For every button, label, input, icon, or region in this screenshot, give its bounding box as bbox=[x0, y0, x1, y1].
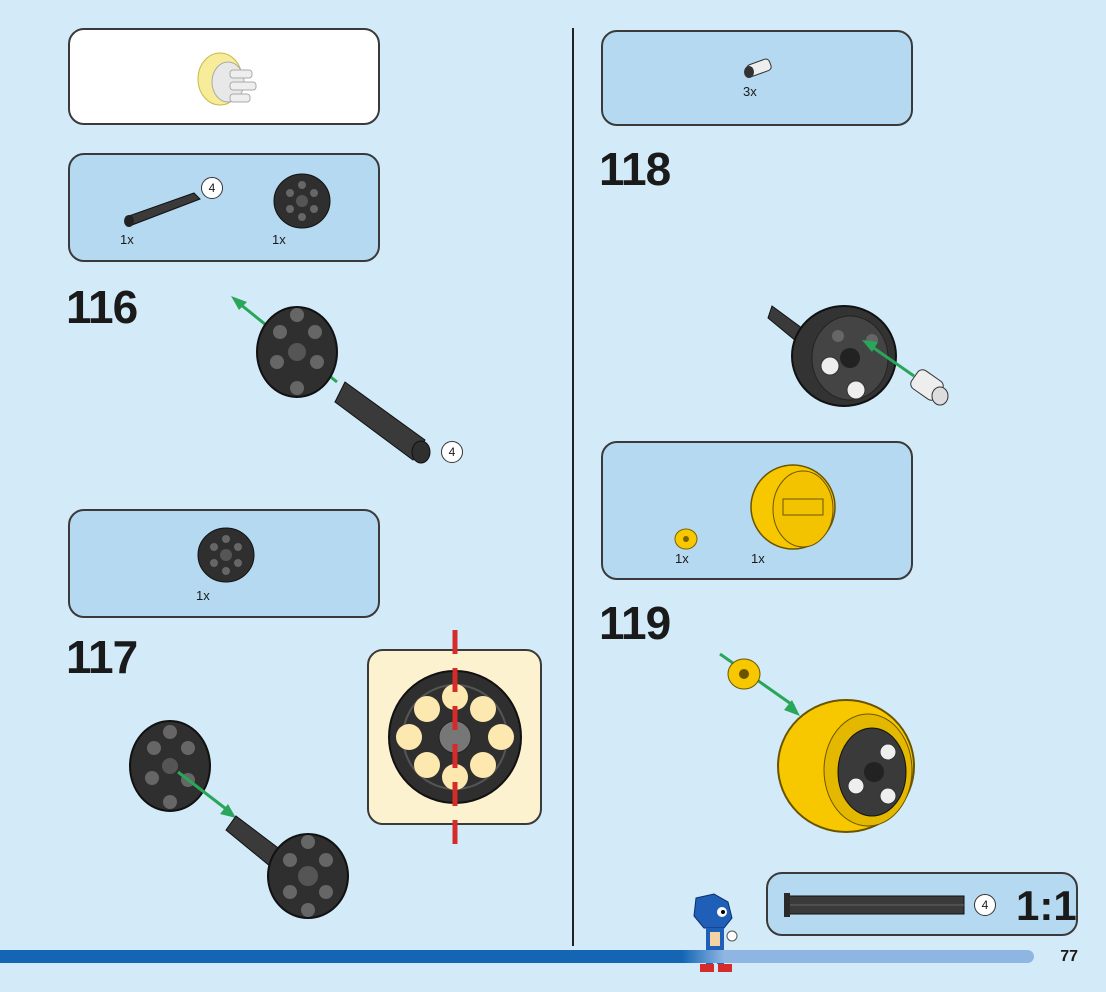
parts-list-119: 1x 1x bbox=[601, 441, 913, 580]
step-number-116: 116 bbox=[66, 281, 138, 333]
step-number-117: 117 bbox=[66, 631, 138, 683]
step-118-illustration bbox=[767, 305, 949, 407]
axle-length-badge: 4 bbox=[201, 177, 223, 199]
wheel-part-icon bbox=[197, 527, 255, 583]
scale-callout-panel: 4 1:1 bbox=[766, 872, 1078, 936]
axle-qty: 1x bbox=[120, 232, 134, 247]
scale-ratio-label: 1:1 bbox=[1016, 882, 1077, 929]
page-progress-bar bbox=[0, 950, 1034, 963]
column-divider bbox=[572, 28, 574, 946]
subassembly-preview-panel bbox=[68, 28, 380, 125]
yellow-tire-part-icon bbox=[750, 464, 836, 550]
wheel-alignment-view bbox=[388, 670, 522, 804]
wheel-qty: 1x bbox=[272, 232, 286, 247]
bush-qty: 1x bbox=[675, 551, 689, 566]
alignment-guide-line bbox=[452, 630, 458, 844]
parts-list-117: 1x bbox=[68, 509, 380, 618]
subassembly-thumbnail bbox=[197, 52, 257, 106]
yellow-bush-part-icon bbox=[674, 528, 698, 550]
axle-part-icon bbox=[124, 192, 201, 227]
step-number-118: 118 bbox=[599, 143, 671, 195]
wheel-qty: 1x bbox=[196, 588, 210, 603]
step-119-illustration bbox=[719, 652, 915, 833]
sonic-character-graphic bbox=[693, 893, 738, 972]
pin-qty: 3x bbox=[743, 84, 757, 99]
page-number: 77 bbox=[1060, 948, 1078, 965]
scale-length-badge: 4 bbox=[974, 894, 996, 916]
parts-list-116: 4 1x 1x bbox=[68, 153, 380, 262]
parts-list-118: 3x bbox=[601, 30, 913, 126]
step-117-illustration bbox=[129, 720, 349, 919]
tire-qty: 1x bbox=[751, 551, 765, 566]
step-116-length-badge: 4 bbox=[441, 441, 463, 463]
step-number-119: 119 bbox=[599, 597, 671, 649]
wheel-part-icon bbox=[273, 173, 331, 229]
pin-part-icon bbox=[744, 58, 772, 78]
axle-scale-icon bbox=[784, 893, 965, 917]
step-116-illustration bbox=[231, 296, 431, 464]
